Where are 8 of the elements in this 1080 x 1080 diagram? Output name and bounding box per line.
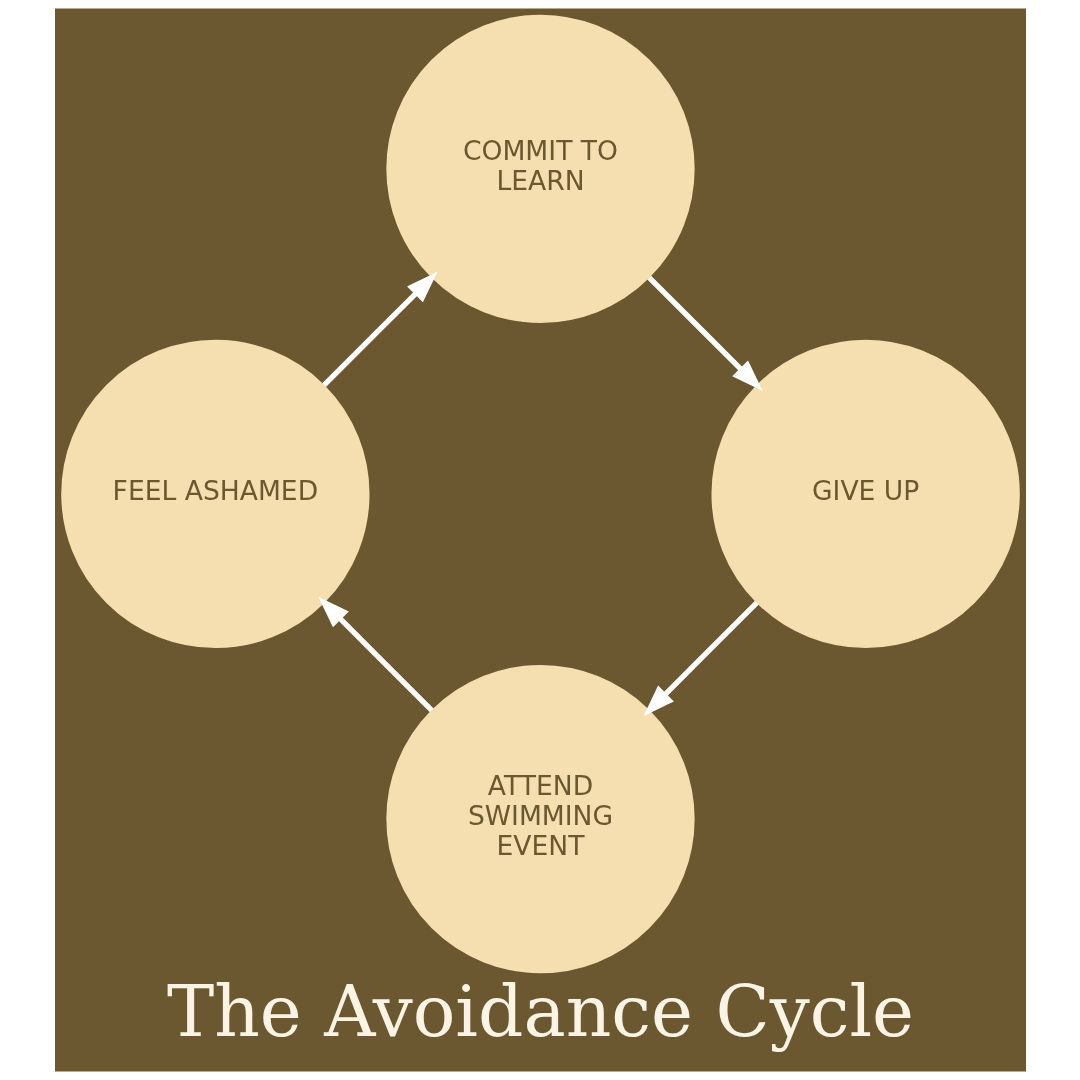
node-circle: ATTEND SWIMMING EVENT xyxy=(385,664,695,974)
node-circle: GIVE UP xyxy=(710,339,1020,649)
arrow xyxy=(317,596,434,713)
arrow xyxy=(646,275,763,391)
arrow xyxy=(321,271,438,388)
arrow xyxy=(642,600,759,717)
node-circle: FEEL ASHAMED xyxy=(60,339,370,649)
node-circle: COMMIT TO LEARN xyxy=(385,14,695,323)
